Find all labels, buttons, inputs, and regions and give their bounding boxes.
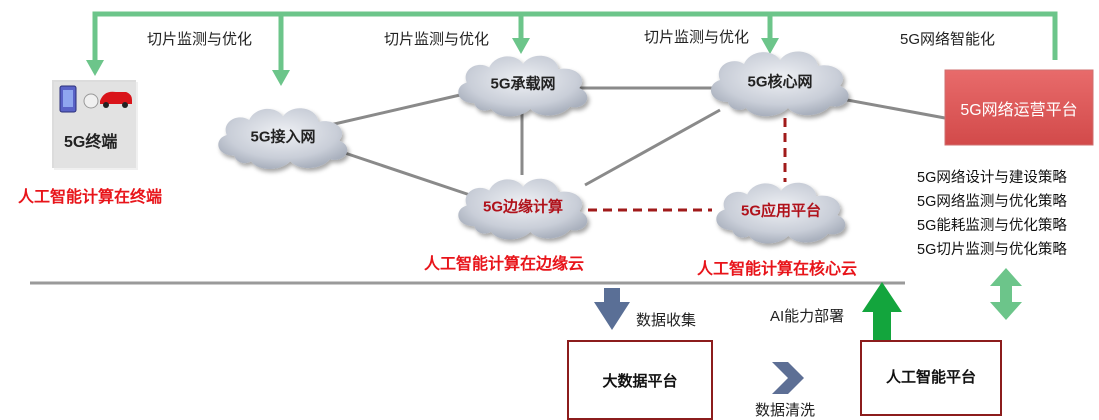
chevron-right-icon bbox=[772, 362, 804, 394]
terminal-devices-icon bbox=[59, 85, 132, 113]
cloud-bearer-label: 5G承载网 bbox=[490, 75, 556, 93]
ai-deploy-label: AI能力部署 bbox=[770, 308, 845, 325]
green-arrowheads bbox=[86, 38, 779, 86]
network-links bbox=[329, 86, 946, 197]
top-feedback-line bbox=[92, 11, 1058, 72]
data-clean-label: 数据清洗 bbox=[755, 402, 816, 419]
strategy-item: 5G能耗监测与优化策略 bbox=[917, 218, 1067, 234]
ai-platform-box: 人工智能平台 bbox=[860, 340, 1002, 416]
cloud-edge-label: 5G边缘计算 bbox=[482, 198, 564, 216]
data-collect-label: 数据收集 bbox=[636, 312, 697, 329]
core-cloud-caption: 人工智能计算在核心云 bbox=[697, 261, 858, 278]
cloud-app-label: 5G应用平台 bbox=[740, 202, 822, 220]
ai-platform-label: 人工智能平台 bbox=[885, 369, 976, 386]
big-data-platform-box: 大数据平台 bbox=[567, 340, 713, 420]
strategy-item: 5G网络监测与优化策略 bbox=[917, 194, 1067, 210]
strategy-item: 5G网络设计与建设策略 bbox=[917, 170, 1067, 186]
strategy-item: 5G切片监测与优化策略 bbox=[917, 242, 1067, 258]
ops-platform-box bbox=[944, 69, 1094, 146]
strategy-double-arrow bbox=[990, 268, 1022, 320]
cloud-access-label: 5G接入网 bbox=[250, 128, 316, 146]
top-label-slice-3: 切片监测与优化 bbox=[644, 29, 750, 46]
edge-cloud-caption: 人工智能计算在边缘云 bbox=[424, 256, 585, 273]
ai-deploy-arrow bbox=[862, 282, 902, 340]
top-label-slice-2: 切片监测与优化 bbox=[384, 31, 490, 48]
terminal-caption: 人工智能计算在终端 bbox=[18, 189, 163, 206]
strategy-list: 5G网络设计与建设策略 5G网络监测与优化策略 5G能耗监测与优化策略 5G切片… bbox=[917, 166, 1067, 262]
data-collect-arrow bbox=[594, 288, 630, 330]
top-label-slice-1: 切片监测与优化 bbox=[147, 31, 253, 48]
app-links bbox=[588, 118, 787, 212]
big-data-platform-label: 大数据平台 bbox=[602, 372, 678, 390]
cloud-core-label: 5G核心网 bbox=[747, 73, 813, 91]
top-label-intelligence: 5G网络智能化 bbox=[900, 31, 996, 48]
terminal-label: 5G终端 bbox=[64, 134, 118, 151]
ops-platform-label: 5G网络运营平台 bbox=[960, 101, 1078, 119]
